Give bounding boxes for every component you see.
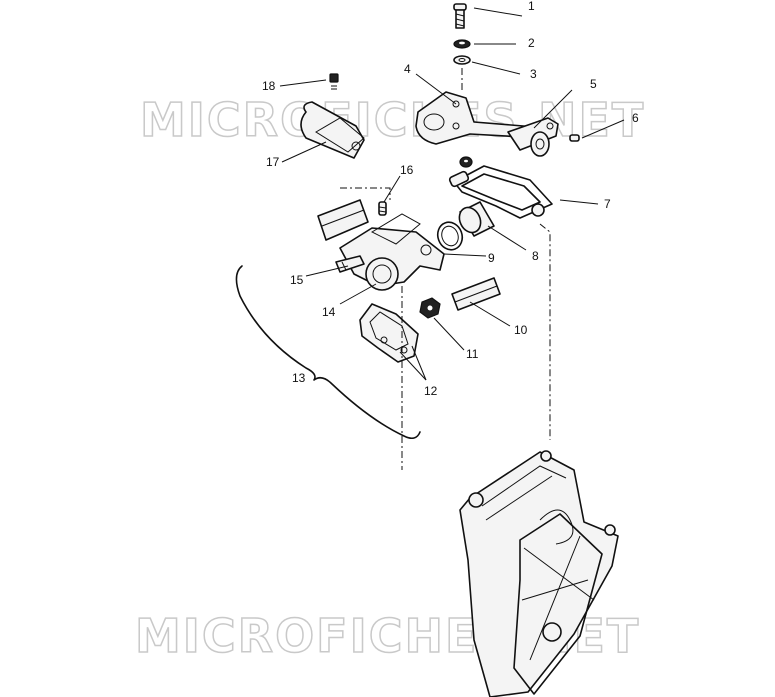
nut (459, 156, 473, 168)
part-8-sleeve (458, 201, 495, 237)
alignment-line-4 (340, 187, 391, 200)
part-14-caliper (339, 213, 445, 291)
part-17-housing (300, 101, 365, 159)
callout-16: 16 (400, 163, 414, 177)
callout-4: 4 (404, 62, 411, 76)
part-16-set-screw (378, 201, 387, 216)
part-12-pad-bracket (359, 303, 419, 363)
callout-1: 1 (528, 0, 535, 13)
callout-15: 15 (290, 273, 304, 287)
callout-3: 3 (530, 67, 537, 81)
brake-pad-upper (317, 199, 369, 241)
part-5-pivot-shaft (507, 117, 559, 157)
part-9-o-ring (436, 221, 464, 251)
callout-11: 11 (466, 347, 479, 361)
part-10-brake-pad (451, 277, 501, 311)
callout-18: 18 (262, 79, 276, 93)
part-6-pin (569, 134, 580, 142)
callout-10: 10 (514, 323, 528, 337)
assembly-bracket-13 (235, 265, 421, 440)
part-3-washer (453, 55, 471, 65)
callout-14: 14 (322, 305, 336, 319)
callout-6: 6 (632, 111, 639, 125)
part-11-nut (419, 297, 441, 319)
callout-2: 2 (528, 36, 535, 50)
part-7-frame (448, 165, 553, 219)
part-18-fitting (329, 73, 339, 90)
callout-5: 5 (590, 77, 597, 91)
part-1-bolt (453, 3, 467, 29)
callout-17: 17 (266, 155, 280, 169)
callout-8: 8 (532, 249, 539, 263)
callout-9: 9 (488, 251, 495, 265)
alignment-line-2 (539, 223, 551, 440)
callout-7: 7 (604, 197, 611, 211)
callout-13: 13 (292, 371, 306, 385)
part-2-lock-washer (453, 39, 471, 49)
chaincase (459, 450, 619, 697)
leader-lines (279, 7, 625, 381)
callout-12: 12 (424, 384, 438, 398)
